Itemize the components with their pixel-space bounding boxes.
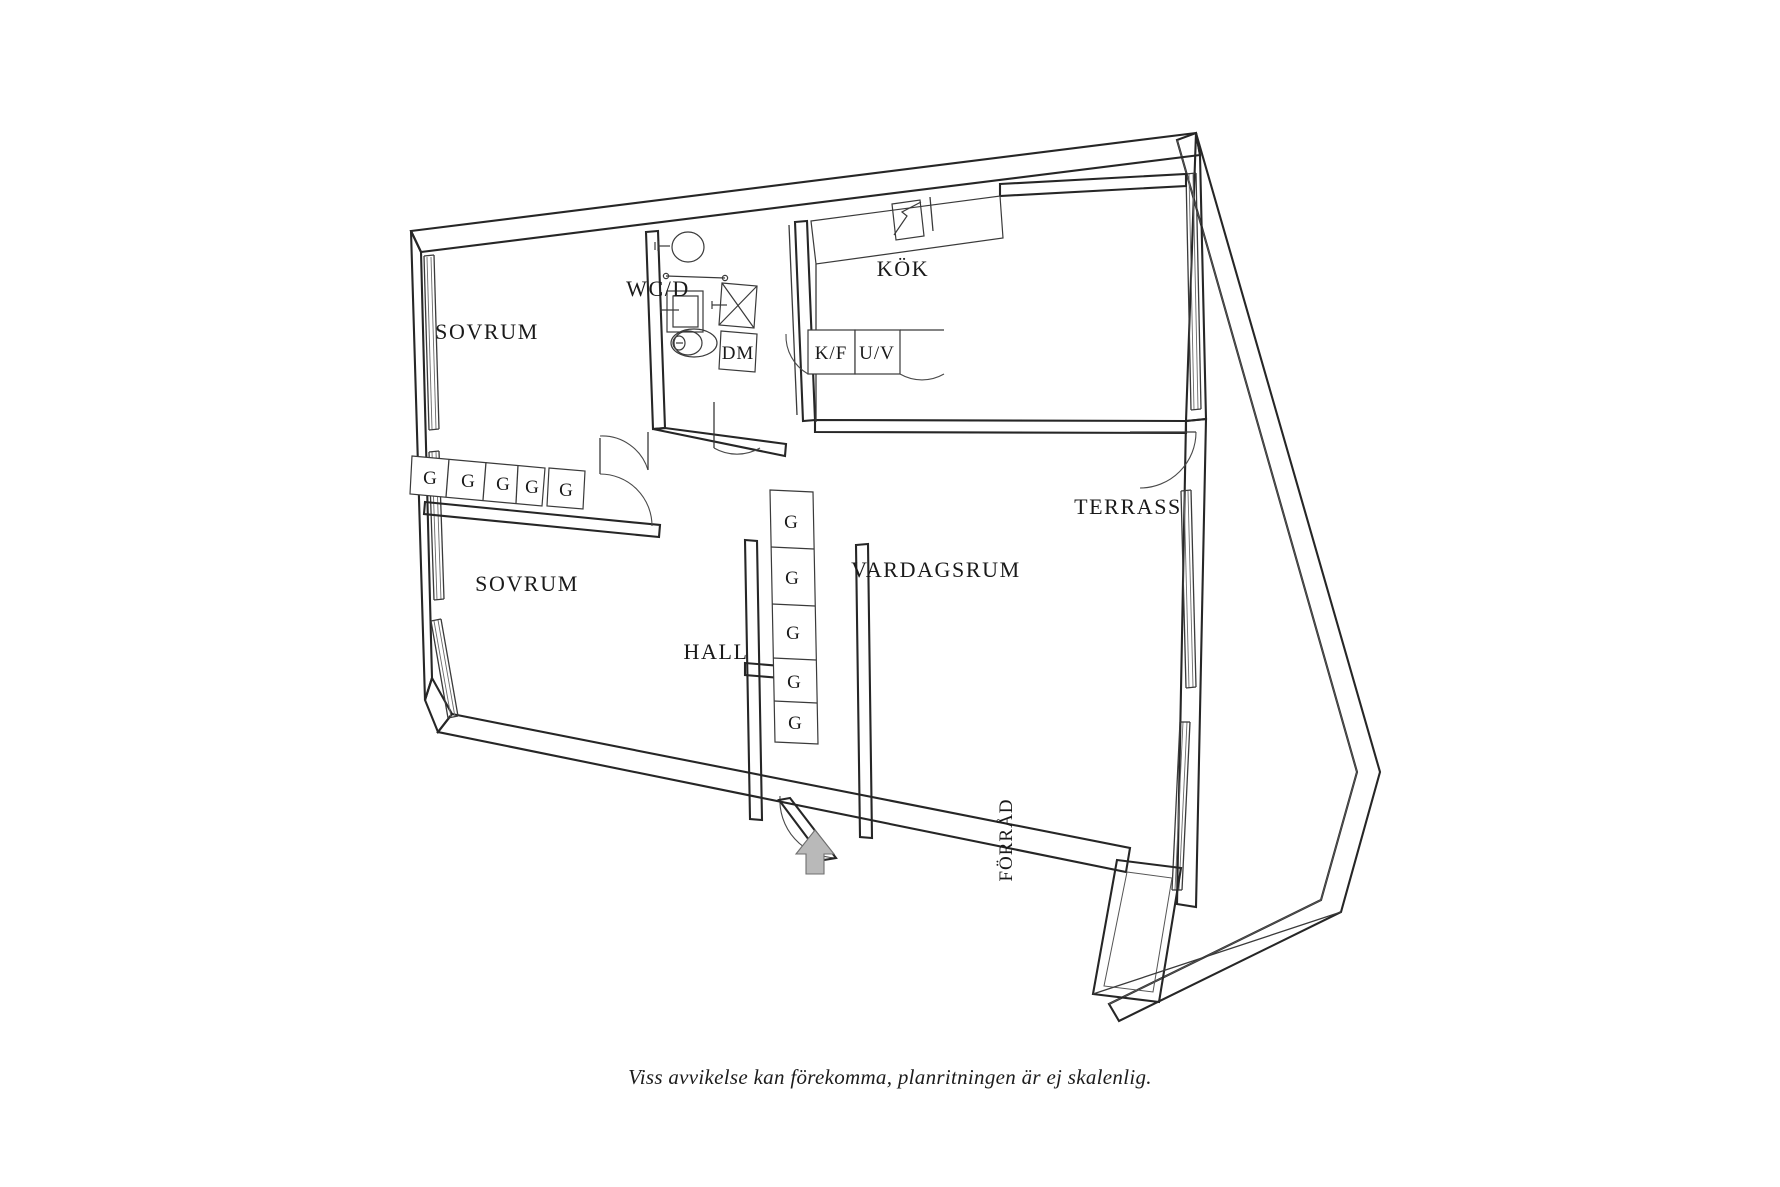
east-party-wall [1175,417,1208,909]
stove-icon [891,199,925,241]
entrance-arrow[interactable] [794,829,836,875]
closet-label-g-h-1: G [423,468,437,489]
room-label-terrass: TERRASS [1074,494,1182,519]
wcd-fixtures [654,231,729,358]
closet-row-horizontal [409,455,586,510]
room-label-kok: KÖK [877,256,929,281]
towel-rail-icon [662,272,729,282]
closet-label-g-v-2: G [785,568,799,589]
sink-icon [654,231,705,263]
kitchen-appliance-cells [785,329,945,381]
window-east-kitchen [1185,172,1202,411]
closet-label-g-v-4: G [787,672,801,693]
appliance-label-uv: U/V [859,343,895,364]
closet-label-g-v-3: G [786,623,800,644]
closet-column-vertical [769,489,819,745]
terrass-outline [1107,131,1382,1023]
plan-disclaimer-caption: Viss avvikelse kan förekomma, planritnin… [628,1065,1152,1089]
closet-label-g-h-3: G [496,474,510,495]
window-west-upper [423,254,440,431]
closet-label-g-h-2: G [461,471,475,492]
window-west-lower [430,618,459,719]
dishwasher-cell [711,282,758,373]
room-label-wc-d: WC/D [626,276,690,301]
closet-label-g-h-4: G [525,477,539,498]
room-label-sovrum-2: SOVRUM [475,571,579,596]
room-label-sovrum-1: SOVRUM [435,319,539,344]
kitchen-counter [810,195,1004,422]
closet-label-g-v-5: G [788,713,802,734]
window-east-living-upper [1180,489,1197,689]
room-label-hall: HALL [683,639,748,664]
appliance-label-dm: DM [722,343,755,364]
room-label-forrad: FÖRRÅD [996,798,1017,881]
appliance-label-kf: K/F [815,343,848,364]
door-swings [599,402,1197,862]
toilet-icon [670,328,718,358]
room-label-vardagsrum: VARDAGSRUM [851,557,1021,582]
closet-label-g-v-1: G [784,512,798,533]
closet-label-g-h-5: G [559,480,573,501]
interior-walls [422,172,1188,840]
window-east-living-lower [1171,721,1191,891]
forrad-outline [1091,858,1342,1004]
washer-dryer-icon [660,290,704,333]
